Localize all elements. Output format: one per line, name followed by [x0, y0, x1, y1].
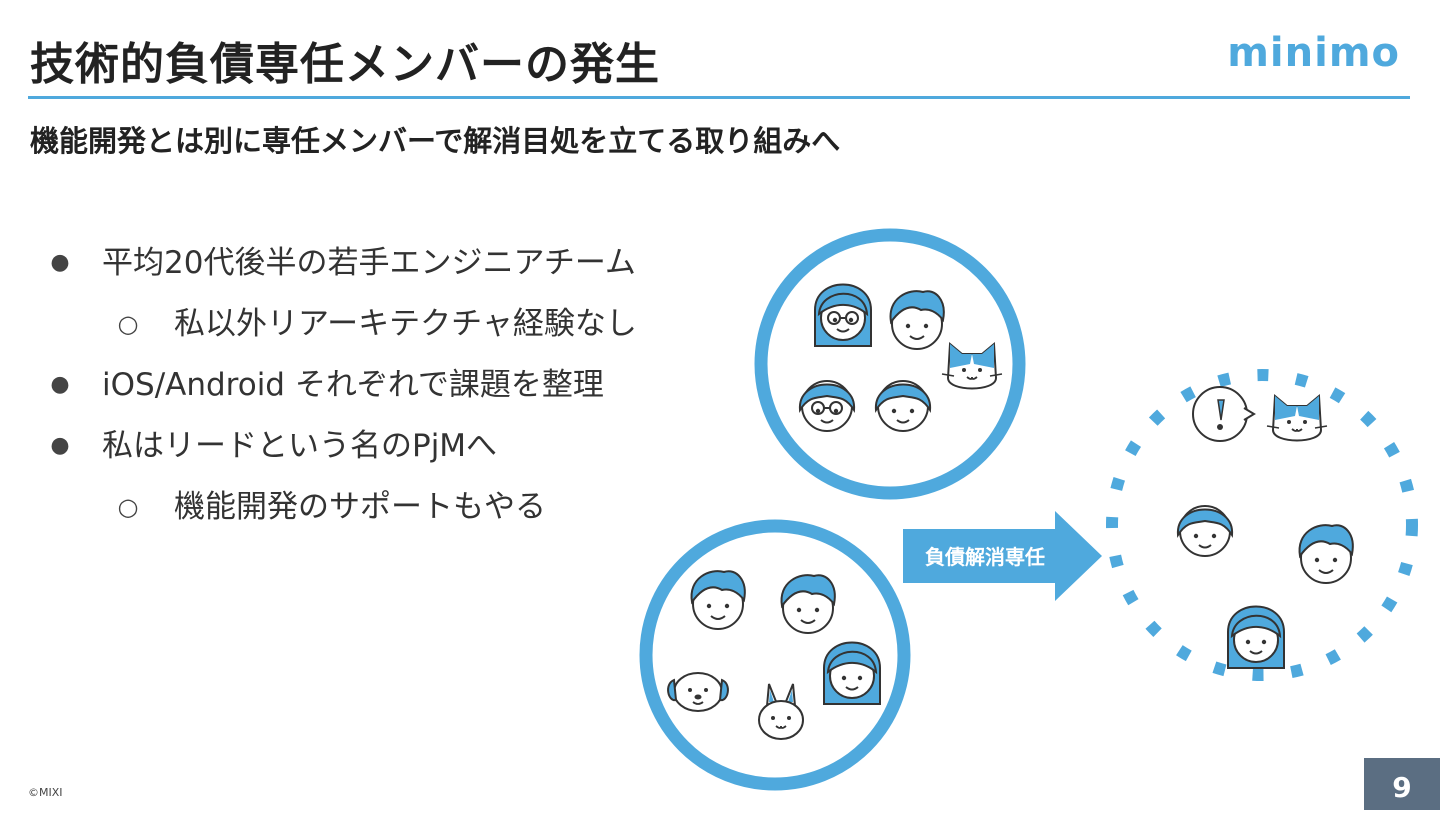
copyright: ©MIXI	[28, 786, 63, 799]
bullet-text: 私以外リアーキテクチャ経験なし	[174, 306, 637, 342]
woman-icon	[1227, 605, 1285, 669]
bullet-item: ● 私はリードという名のPjMへ	[40, 419, 720, 480]
boy-icon	[874, 380, 932, 432]
bullet-marker: ●	[50, 250, 70, 275]
woman-glasses-icon	[814, 283, 872, 347]
sub-bullet-marker: ○	[117, 310, 139, 338]
bullet-text: 平均20代後半の若手エンジニアチーム	[102, 245, 636, 281]
title-divider	[28, 96, 1410, 99]
cat-icon	[1266, 395, 1328, 442]
man-icon	[1298, 524, 1354, 584]
bullet-marker: ●	[50, 372, 70, 397]
boy-icon	[1176, 505, 1234, 557]
arrow-icon	[903, 511, 1102, 601]
sub-bullet-marker: ○	[117, 493, 139, 521]
sub-bullet-item: ○ 私以外リアーキテクチャ経験なし	[40, 297, 720, 358]
bullet-text: 私はリードという名のPjMへ	[102, 428, 498, 464]
slide-subtitle: 機能開発とは別に専任メンバーで解消目処を立てる取り組みへ	[30, 124, 841, 158]
page-number: 9	[1364, 758, 1440, 810]
arrow-label: 負債解消専任	[925, 545, 1045, 569]
bullet-text: 機能開発のサポートもやる	[174, 489, 546, 525]
bullet-item: ● 平均20代後半の若手エンジニアチーム	[40, 236, 720, 297]
exclamation-bubble-icon	[1192, 386, 1256, 442]
bullet-item: ● iOS/Android それぞれで課題を整理	[40, 358, 720, 419]
man-icon	[690, 570, 746, 630]
slide-title: 技術的負債専任メンバーの発生	[30, 39, 660, 90]
bullet-list: ● 平均20代後半の若手エンジニアチーム ○ 私以外リアーキテクチャ経験なし ● iO…	[40, 236, 720, 541]
bullet-marker: ●	[50, 433, 70, 458]
woman-icon	[823, 641, 881, 705]
bullet-text: iOS/Android それぞれで課題を整理	[102, 367, 604, 403]
man-icon	[780, 574, 836, 634]
dedicated-team-circle	[1106, 369, 1418, 681]
man-glasses-icon	[798, 380, 856, 432]
minimo-logo: minimo	[1227, 30, 1400, 76]
sub-bullet-item: ○ 機能開発のサポートもやる	[40, 480, 720, 541]
man-icon	[889, 290, 945, 350]
